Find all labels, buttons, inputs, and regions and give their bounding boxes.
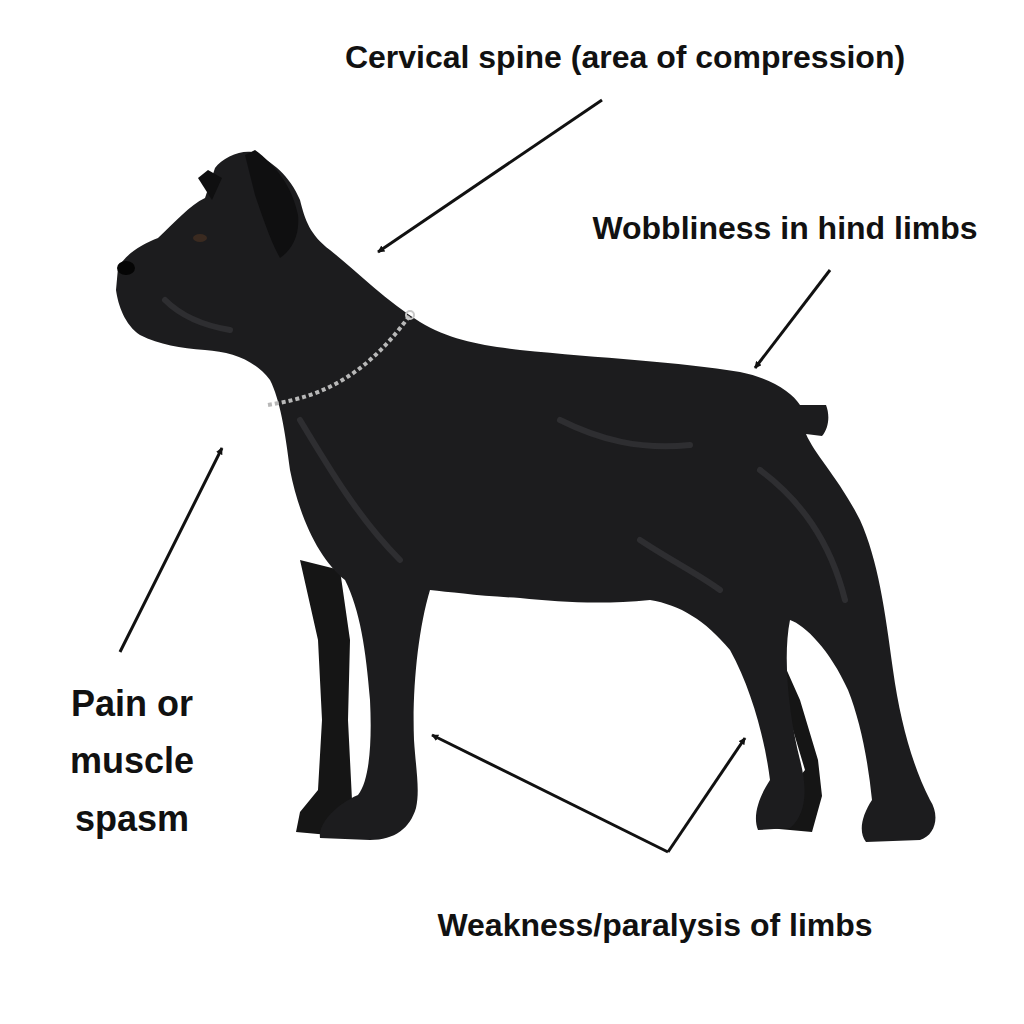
leader-line [755,270,830,368]
dog-nose [117,261,135,275]
callout-label: Cervical spine (area of compression) [345,38,905,76]
callout-label: Wobbliness in hind limbs [592,209,977,247]
callout-label: Weakness/paralysis of limbs [437,906,872,944]
dog-shading [165,300,845,600]
dog-eye [193,234,207,242]
callout-label: Pain or muscle spasm [47,675,217,848]
leader-line [120,448,222,652]
dog-ear [245,150,298,258]
leader-line [378,100,602,252]
leader-line [432,735,668,852]
chain-collar [268,315,410,405]
dog-far-leg [296,560,352,836]
dog-body [116,152,935,842]
leader-line [668,738,745,852]
dog-ear-far [198,170,222,200]
chain-ring [406,311,414,319]
